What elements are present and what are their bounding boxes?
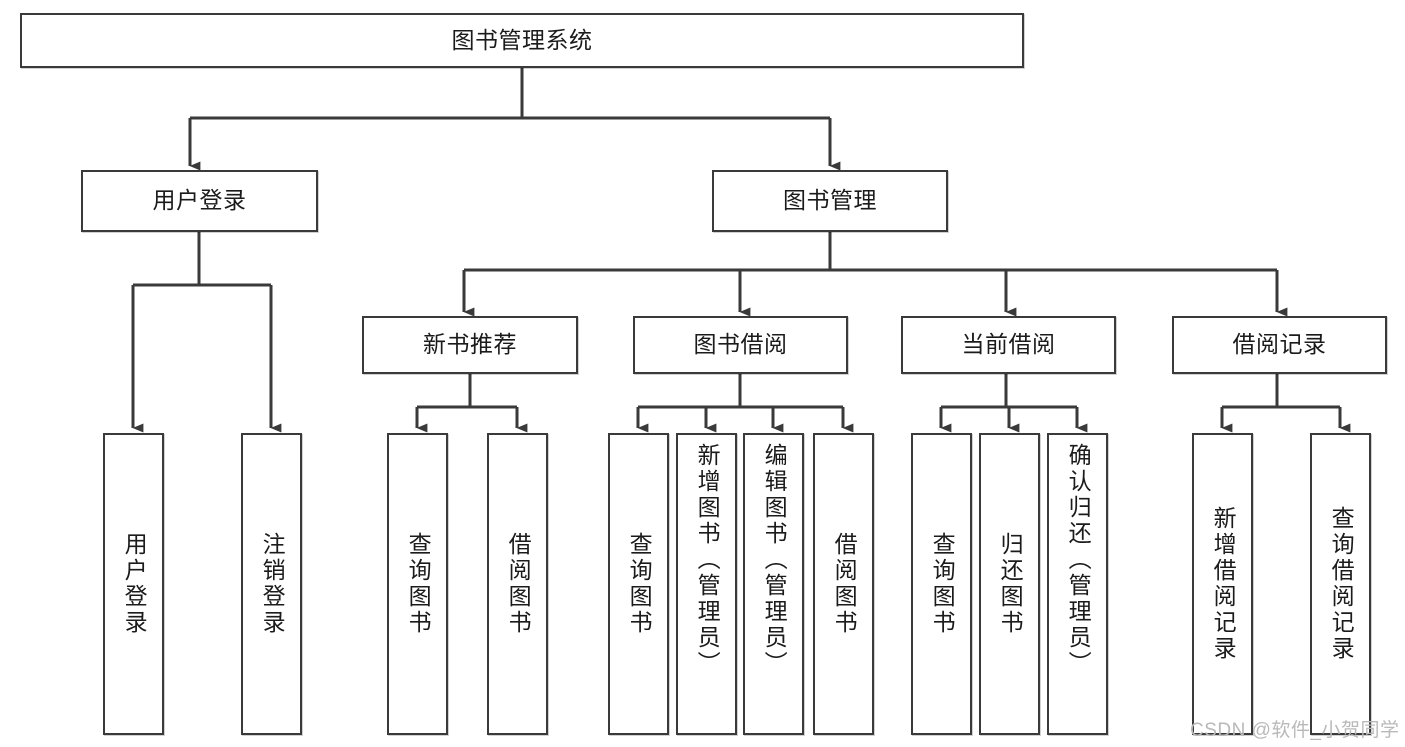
node-label: 编辑图书（管理员） — [761, 443, 788, 677]
node-label: 图书管理系统 — [451, 26, 593, 53]
node-label: 新增图书（管理员） — [694, 443, 721, 677]
node-label: 用户登录 — [152, 187, 247, 214]
node-label: 借阅记录 — [1232, 331, 1327, 358]
node-label: 归还图书 — [997, 532, 1024, 636]
node-book-management[interactable]: 图书管理 — [712, 170, 948, 232]
leaf-current-borrow-return-book[interactable]: 归还图书 — [979, 433, 1040, 735]
leaf-current-borrow-query-book[interactable]: 查询图书 — [911, 433, 972, 735]
node-label: 借阅图书 — [831, 532, 858, 636]
node-new-book-recommend[interactable]: 新书推荐 — [362, 316, 578, 374]
leaf-borrow-record-add-record[interactable]: 新增借阅记录 — [1192, 433, 1253, 735]
node-label: 新增借阅记录 — [1210, 506, 1237, 662]
node-label: 确认归还（管理员） — [1065, 443, 1092, 677]
node-label: 查询图书 — [626, 532, 653, 636]
node-label: 当前借阅 — [961, 331, 1056, 358]
node-label: 新书推荐 — [423, 331, 517, 358]
watermark-text: CSDN @软件_小贺同学 — [1190, 720, 1400, 741]
leaf-user-login-login[interactable]: 用户登录 — [103, 433, 164, 735]
node-book-borrow[interactable]: 图书借阅 — [633, 316, 848, 374]
leaf-new-book-query-book[interactable]: 查询图书 — [387, 433, 448, 735]
node-label: 图书管理 — [783, 187, 877, 214]
node-current-borrow[interactable]: 当前借阅 — [901, 316, 1116, 374]
node-label: 查询借阅记录 — [1328, 506, 1355, 662]
node-label: 查询图书 — [929, 532, 956, 636]
leaf-book-borrow-borrow-book[interactable]: 借阅图书 — [813, 433, 874, 735]
node-label: 查询图书 — [405, 532, 432, 636]
leaf-user-login-logout[interactable]: 注销登录 — [241, 433, 302, 735]
leaf-book-borrow-edit-book-admin[interactable]: 编辑图书（管理员） — [743, 433, 804, 735]
node-label: 借阅图书 — [505, 532, 532, 636]
node-borrow-record[interactable]: 借阅记录 — [1172, 316, 1387, 374]
leaf-book-borrow-query-book[interactable]: 查询图书 — [608, 433, 669, 735]
node-user-login[interactable]: 用户登录 — [81, 170, 318, 232]
leaf-book-borrow-add-book-admin[interactable]: 新增图书（管理员） — [676, 433, 737, 735]
leaf-current-borrow-confirm-return-admin[interactable]: 确认归还（管理员） — [1047, 433, 1108, 735]
leaf-new-book-borrow-book[interactable]: 借阅图书 — [487, 433, 548, 735]
leaf-borrow-record-query-record[interactable]: 查询借阅记录 — [1310, 433, 1371, 735]
node-label: 注销登录 — [259, 532, 286, 636]
node-label: 图书借阅 — [693, 331, 788, 358]
node-root-book-management-system[interactable]: 图书管理系统 — [20, 13, 1024, 68]
node-label: 用户登录 — [121, 532, 148, 636]
